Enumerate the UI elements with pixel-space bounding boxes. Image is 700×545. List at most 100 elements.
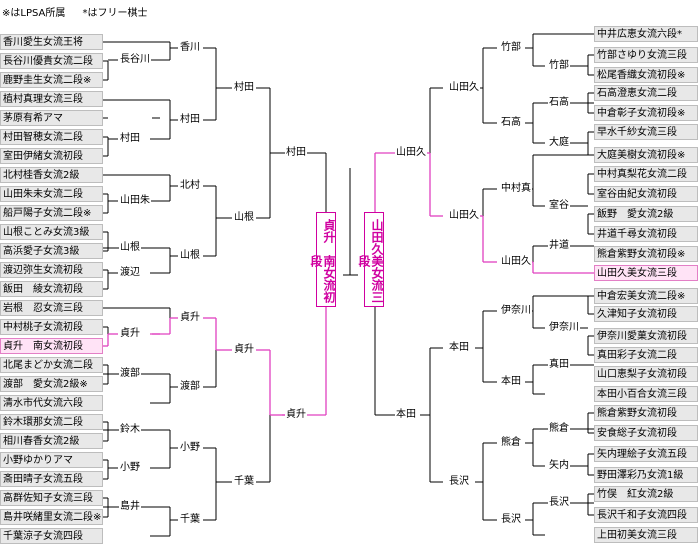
round1-right: 大庭	[548, 137, 570, 149]
round3-right: 山田久	[448, 82, 480, 94]
round2-left: 小野	[179, 442, 201, 454]
player-box-right: 野田澤彩乃女流1級	[594, 467, 698, 483]
round2-left: 北村	[179, 180, 201, 192]
player-box-right: 山口恵梨子女流初段	[594, 366, 698, 382]
player-box-right: 長沢千和子女流四段	[594, 507, 698, 523]
round1-left: 村田	[119, 133, 141, 145]
player-box-left: 茅原有希アマ	[0, 110, 103, 126]
player-box-right: 石高澄恵女流二段	[594, 85, 698, 101]
player-box-left: 岩根 忍女流三段	[0, 300, 103, 316]
round1-right: 室谷	[548, 200, 570, 212]
free-note: *はフリー棋士	[82, 8, 148, 19]
round2-right: 竹部	[500, 42, 522, 54]
round2-left: 貞升	[179, 312, 201, 324]
player-box-right: 本田小百合女流三段	[594, 386, 698, 402]
round2-right: 伊奈川	[500, 305, 532, 317]
player-box-left: 高浜愛子女流3級	[0, 243, 103, 259]
round4-left: 村田	[285, 147, 307, 159]
player-box-left: 北村桂香女流2級	[0, 167, 103, 183]
player-box-right: 室谷由紀女流初段	[594, 186, 698, 202]
player-box-left: 山根ことみ女流3級	[0, 224, 103, 240]
round4-right: 山田久	[395, 147, 427, 159]
player-box-left: 中村桃子女流初段	[0, 319, 103, 335]
player-box-right: 井道千尋女流初段	[594, 226, 698, 242]
round1-left: 山根	[119, 242, 141, 254]
round3-left: 山根	[233, 212, 255, 224]
player-box-right: 早水千紗女流三段	[594, 124, 698, 140]
round2-right: 中村真	[500, 183, 532, 195]
round1-left: 長谷川	[119, 54, 151, 66]
round3-left: 千葉	[233, 476, 255, 488]
player-box-left: 渡部 愛女流2級※	[0, 376, 103, 392]
player-box-right: 竹俣 紅女流2級	[594, 486, 698, 502]
round1-left: 小野	[119, 462, 141, 474]
player-box-left: 長谷川優貴女流二段	[0, 53, 103, 69]
round1-left: 渡辺	[119, 267, 141, 279]
round3-left: 貞升	[233, 344, 255, 356]
player-box-left: 相川春香女流2級	[0, 433, 103, 449]
player-box-left: 清水市代女流六段	[0, 395, 103, 411]
player-box-left: 室田伊緒女流初段	[0, 148, 103, 164]
player-box-right: 安食総子女流初段	[594, 425, 698, 441]
round1-left: 貞升	[119, 328, 141, 340]
player-box-left: 小野ゆかりアマ	[0, 452, 103, 468]
player-box-right: 矢内理絵子女流五段	[594, 446, 698, 462]
player-box-left: 高群佐知子女流三段	[0, 490, 103, 506]
round2-right: 熊倉	[500, 437, 522, 449]
round2-right: 石高	[500, 117, 522, 129]
player-box-left: 山田朱未女流二段	[0, 186, 103, 202]
player-box-left: 斎田晴子女流五段	[0, 471, 103, 487]
player-box-left: 島井咲緒里女流二段※	[0, 509, 103, 525]
player-box-left: 貞升 南女流初段	[0, 338, 103, 354]
round3-left: 村田	[233, 82, 255, 94]
player-box-right: 大庭美樹女流初段※	[594, 147, 698, 163]
round1-right: 長沢	[548, 497, 570, 509]
round1-right: 石高	[548, 97, 570, 109]
player-box-left: 村田智穂女流二段	[0, 129, 103, 145]
player-box-left: 植村真理女流三段	[0, 91, 103, 107]
player-box-left: 千葉涼子女流四段	[0, 528, 103, 544]
round2-right: 長沢	[500, 514, 522, 526]
round1-left: 渡部	[119, 368, 141, 380]
round2-right: 本田	[500, 376, 522, 388]
player-box-right: 竹部さゆり女流三段	[594, 47, 698, 63]
round2-left: 渡部	[179, 381, 201, 393]
player-box-right: 中倉彰子女流初段※	[594, 105, 698, 121]
player-box-right: 熊倉紫野女流初段※	[594, 246, 698, 262]
round1-right: 井道	[548, 240, 570, 252]
round3-right: 長沢	[448, 476, 470, 488]
round4-right: 本田	[395, 409, 417, 421]
player-box-right: 飯野 愛女流2級	[594, 206, 698, 222]
round1-left: 山田朱	[119, 195, 151, 207]
player-box-left: 鈴木環那女流二段	[0, 414, 103, 430]
player-box-right: 中村真梨花女流二段	[594, 166, 698, 182]
round1-right: 伊奈川	[548, 322, 580, 334]
round1-right: 熊倉	[548, 423, 570, 435]
round2-right: 山田久	[500, 256, 532, 268]
player-box-left: 飯田 綾女流初段	[0, 281, 103, 297]
player-box-left: 船戸陽子女流二段※	[0, 205, 103, 221]
round1-left: 鈴木	[119, 424, 141, 436]
round1-left: 島井	[119, 501, 141, 513]
player-box-left: 北尾まどか女流二段	[0, 357, 103, 373]
round2-left: 村田	[179, 114, 201, 126]
player-box-left: 香川愛生女流王将	[0, 34, 103, 50]
round1-right: 矢内	[548, 460, 570, 472]
player-box-left: 鹿野圭生女流二段※	[0, 72, 103, 88]
round2-left: 千葉	[179, 514, 201, 526]
legend-header: ※はLPSA所属 *はフリー棋士	[2, 4, 162, 19]
player-box-right: 熊倉紫野女流初段	[594, 405, 698, 421]
lpsa-note: ※はLPSA所属	[2, 8, 66, 19]
round1-right: 真田	[548, 359, 570, 371]
player-box-right: 中井広恵女流六段*	[594, 26, 698, 42]
player-box-left: 渡辺弥生女流初段	[0, 262, 103, 278]
round3-right: 山田久	[448, 210, 480, 222]
round1-right: 竹部	[548, 60, 570, 72]
player-box-right: 中倉宏美女流二段※	[594, 288, 698, 304]
round2-left: 香川	[179, 42, 201, 54]
player-box-right: 松尾香織女流初段※	[594, 67, 698, 83]
round4-left: 貞升	[285, 409, 307, 421]
player-box-right: 久津知子女流初段	[594, 306, 698, 322]
player-box-right: 上田初美女流三段	[594, 527, 698, 543]
